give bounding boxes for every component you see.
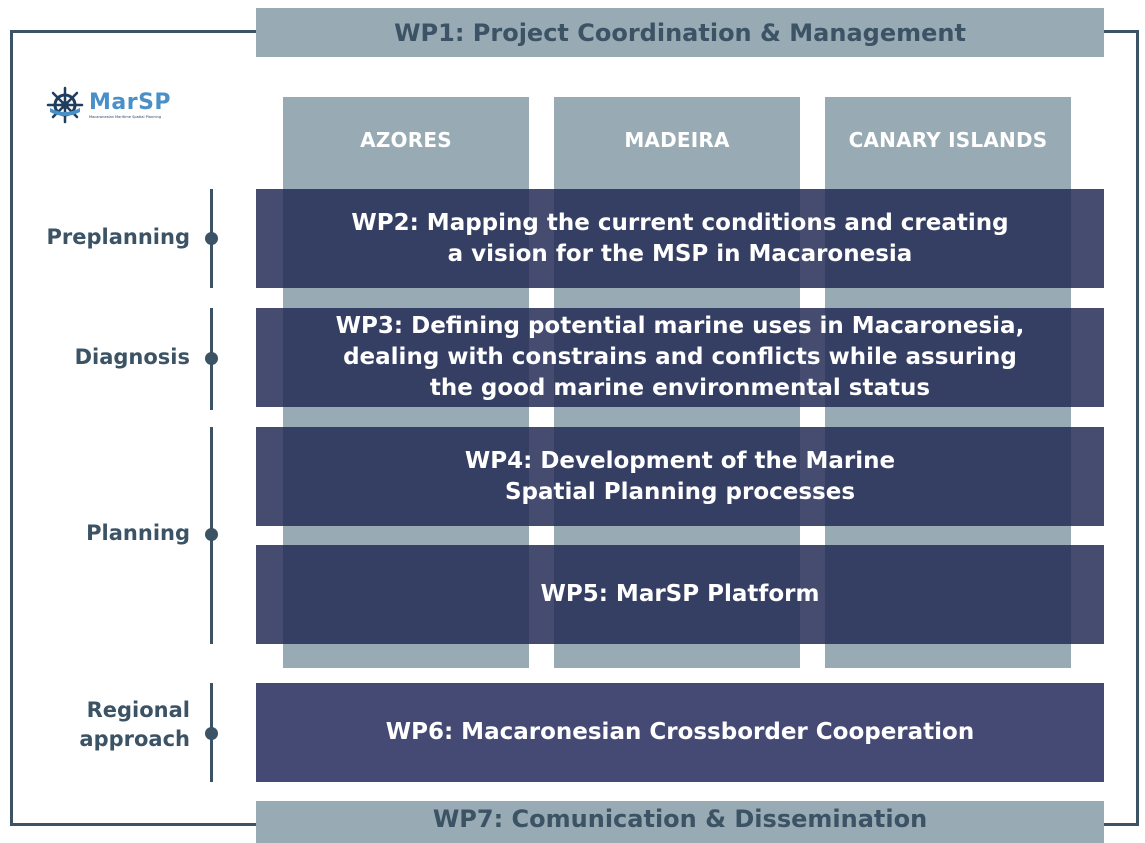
column-label-madeira: MADEIRA (624, 128, 730, 152)
marsp-logo: MarSP Macaronesian Maritime Spatial Plan… (46, 86, 172, 124)
wp5-band: WP5: MarSP Platform (256, 545, 1104, 644)
wp6-band: WP6: Macaronesian Crossborder Cooperatio… (256, 683, 1104, 782)
wp2-band: WP2: Mapping the current conditions and … (256, 189, 1104, 288)
regional-approach-dot (205, 727, 218, 740)
phase-label-diagnosis: Diagnosis (74, 345, 190, 369)
wp7-bar: WP7: Comunication & Dissemination (256, 801, 1104, 843)
phase-label-preplanning: Preplanning (46, 225, 190, 249)
preplanning-dot (205, 232, 218, 245)
wp1-bar: WP1: Project Coordination & Management (256, 8, 1104, 57)
wp3-band: WP3: Defining potential marine uses in M… (256, 308, 1104, 407)
phase-label-regional-approach: Regional approach (79, 698, 190, 751)
planning-dot (205, 528, 218, 541)
wp4-band: WP4: Development of the Marine Spatial P… (256, 427, 1104, 526)
diagnosis-dot (205, 352, 218, 365)
column-label-azores: AZORES (360, 128, 452, 152)
phase-label-planning: Planning (86, 521, 190, 545)
column-label-canary-islands: CANARY ISLANDS (848, 128, 1048, 152)
ship-wheel-icon (46, 86, 84, 124)
logo-subtitle: Macaronesian Maritime Spatial Planning (89, 114, 162, 119)
logo-title: MarSP (89, 89, 172, 115)
